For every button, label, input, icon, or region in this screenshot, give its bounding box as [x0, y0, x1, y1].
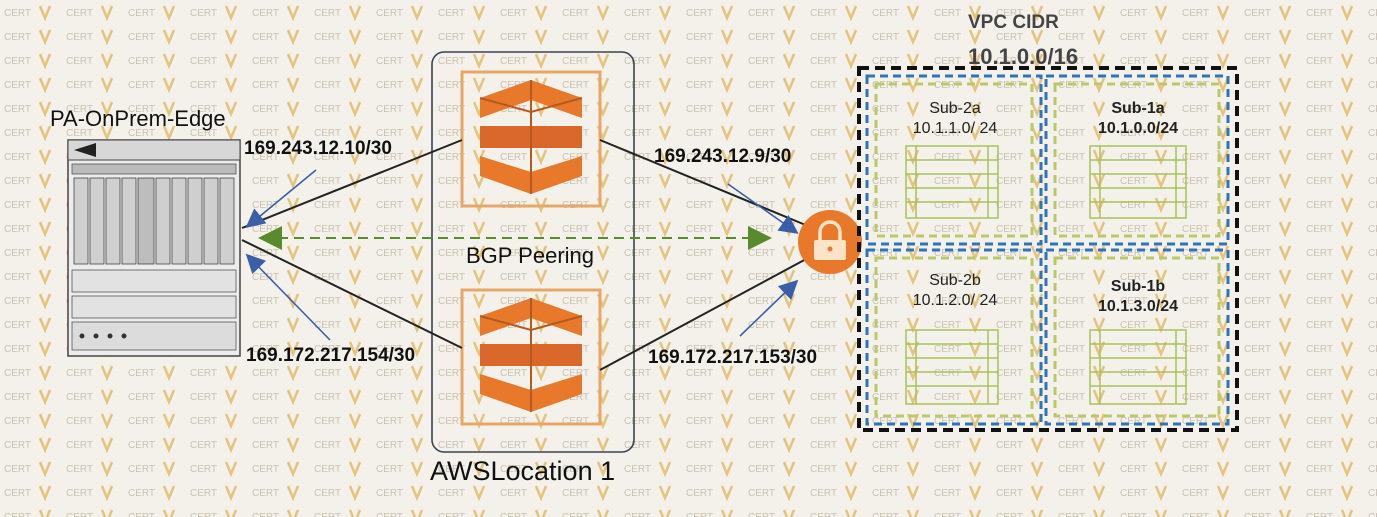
tunnel-top-left-ip: 169.243.12.10/30 — [244, 138, 392, 159]
subnet-cidr: 10.1.2.0/ 24 — [912, 292, 998, 309]
bgp-peering-label: BGP Peering — [466, 243, 595, 268]
subnet-name: Sub-1b — [1110, 278, 1166, 295]
pointer-arrows — [245, 169, 799, 341]
edge-firewall-device — [67, 139, 241, 357]
subnet-cidr: 10.1.0.0/24 — [1097, 120, 1179, 137]
instance-icon-sub-1b — [1089, 329, 1187, 405]
subnet-name: Sub-2a — [929, 100, 981, 117]
aws-location-label: AWSLocation 1 — [430, 456, 616, 486]
subnet-sub-2b: Sub-2b 10.1.2.0/ 24 — [890, 272, 1020, 310]
vpn-gateway-icon — [798, 210, 862, 274]
vpc-boundary — [857, 66, 1239, 432]
subnet-sub-2a: Sub-2a 10.1.1.0/ 24 — [890, 100, 1020, 138]
aws-location-box — [431, 51, 635, 453]
instance-icon-sub-2a — [905, 145, 999, 219]
subnet-boxes — [865, 74, 1230, 426]
vpc-cidr: 10.1.0.0/16 — [968, 44, 1079, 69]
subnet-sub-1a: Sub-1a 10.1.0.0/24 — [1068, 100, 1208, 138]
instance-icons — [905, 145, 1187, 405]
subnet-cidr: 10.1.3.0/24 — [1097, 298, 1179, 315]
tunnel-links — [241, 139, 809, 371]
tunnel-bottom-left-ip: 169.172.217.154/30 — [246, 345, 416, 366]
tunnel-top-right-ip: 169.243.12.9/30 — [654, 146, 792, 167]
tunnel-bottom-right-ip: 169.172.217.153/30 — [648, 347, 818, 368]
subnet-name: Sub-2b — [929, 272, 981, 289]
subnet-cidr: 10.1.1.0/ 24 — [912, 120, 998, 137]
instance-icon-sub-1a — [1089, 145, 1187, 219]
aws-direct-connect-icon-bottom — [460, 288, 602, 426]
aws-direct-connect-icon-top — [460, 70, 602, 208]
subnet-name: Sub-1a — [1111, 100, 1165, 117]
instance-icon-sub-2b — [905, 329, 999, 405]
edge-device-label: PA-OnPrem-Edge — [50, 106, 226, 131]
subnet-sub-1b: Sub-1b 10.1.3.0/24 — [1068, 278, 1208, 316]
vpc-title: VPC CIDR — [968, 12, 1059, 33]
